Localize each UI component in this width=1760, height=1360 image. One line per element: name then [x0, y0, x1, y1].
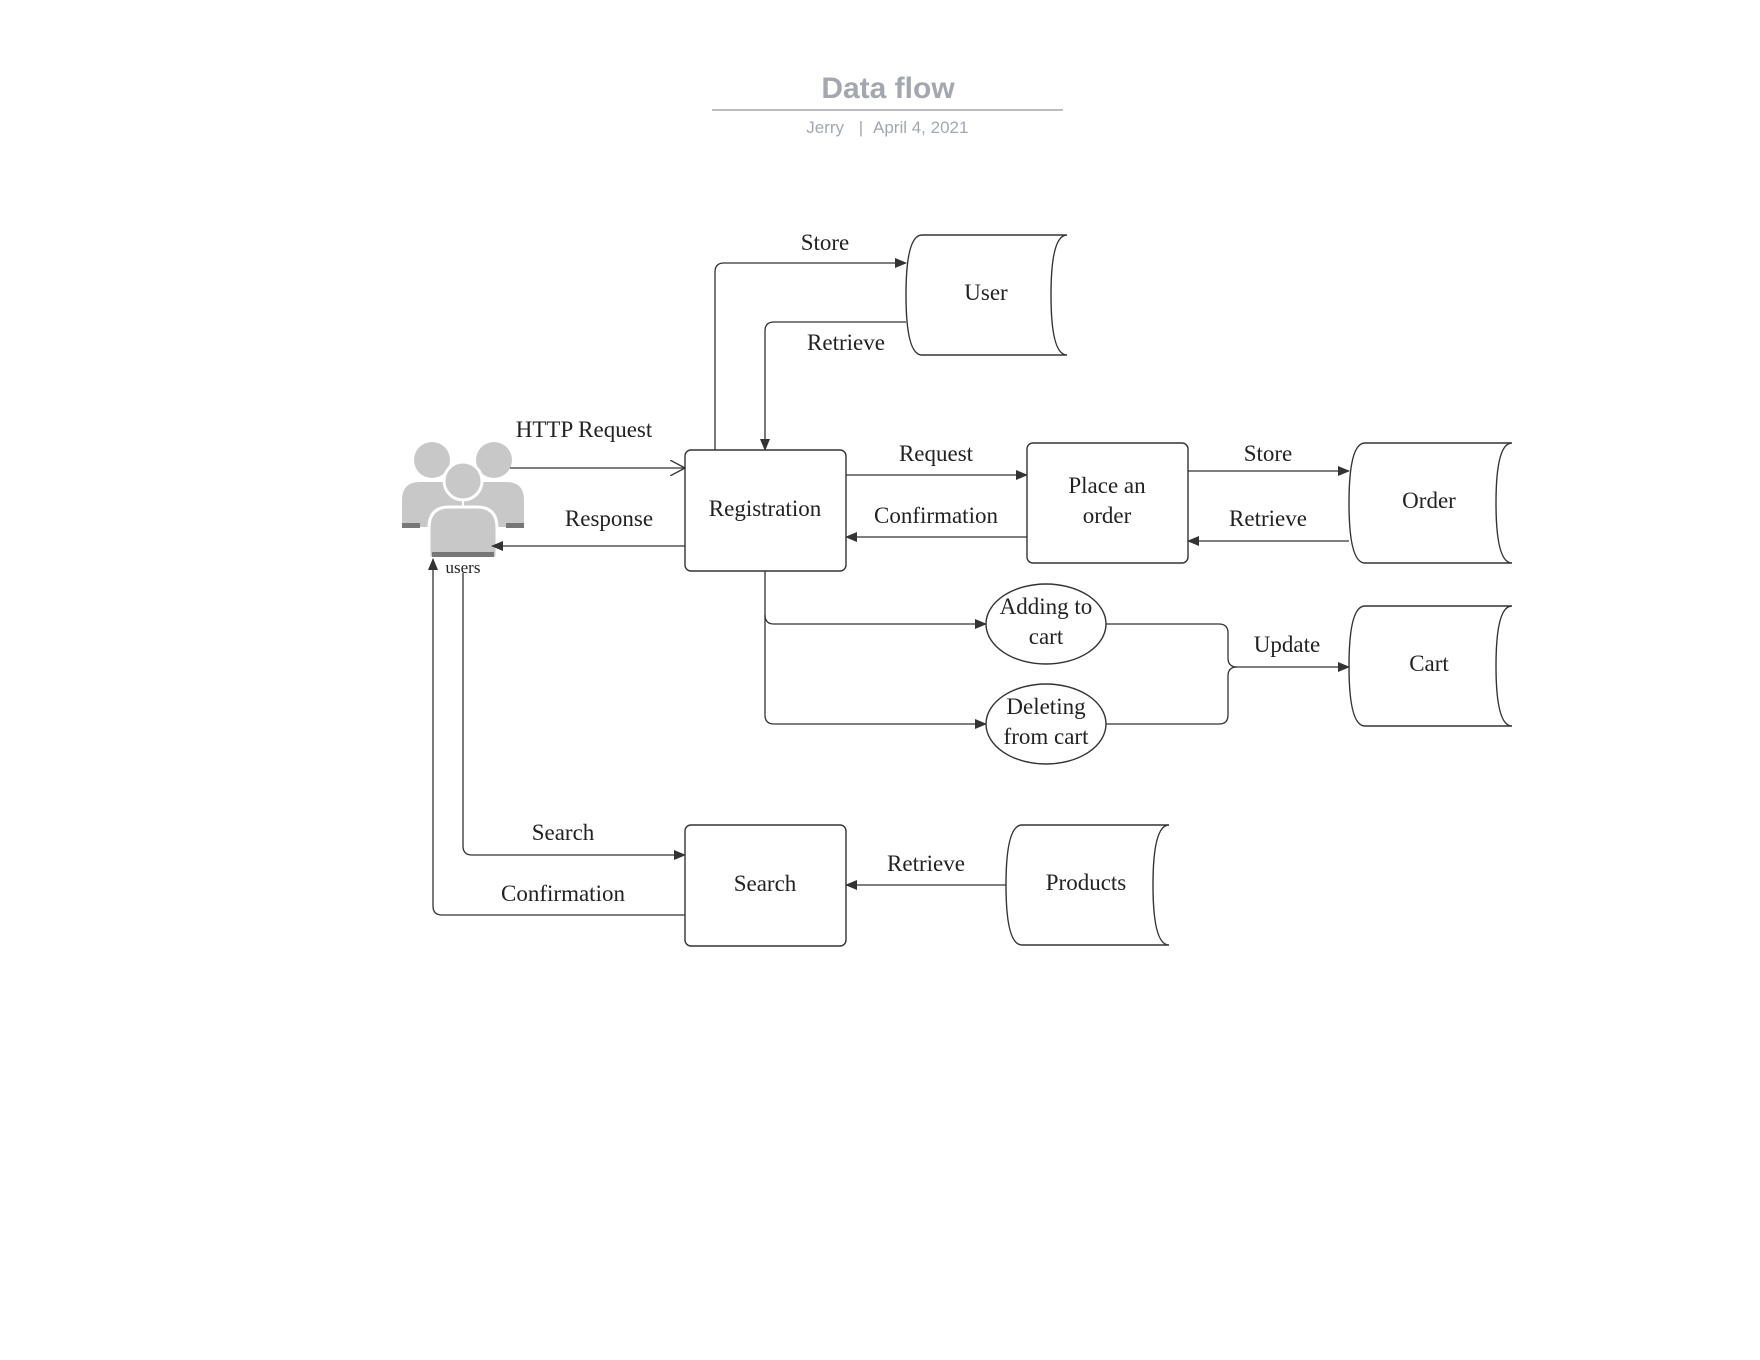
flow-update-cart[interactable]: Update	[1106, 623, 1350, 725]
process-place-order[interactable]: Place an order	[1026, 442, 1189, 564]
process-deleting-from-cart[interactable]: Deleting from cart	[985, 683, 1107, 765]
flow-store-user-label: Store	[801, 230, 850, 255]
users-actor[interactable]: users	[402, 442, 524, 577]
process-place-order-line2: order	[1083, 503, 1132, 528]
flow-store-order-label: Store	[1244, 441, 1293, 466]
page-title: Data flow	[821, 72, 955, 105]
flow-http-request[interactable]: HTTP Request	[510, 417, 685, 468]
meta-separator: |	[859, 118, 863, 137]
process-deleting-from-cart-line1: Deleting	[1006, 694, 1086, 719]
flow-store-order[interactable]: Store	[1188, 441, 1350, 476]
datastore-user-label: User	[964, 280, 1008, 305]
process-registration[interactable]: Registration	[684, 449, 847, 572]
process-adding-to-cart-line2: cart	[1029, 624, 1064, 649]
datastore-products[interactable]: Products	[1005, 824, 1170, 946]
datastore-order[interactable]: Order	[1348, 442, 1513, 564]
flow-retrieve-user-label: Retrieve	[807, 330, 885, 355]
flow-update-cart-label: Update	[1254, 632, 1320, 657]
users-icon	[402, 442, 524, 560]
datastore-order-label: Order	[1402, 488, 1456, 513]
author: Jerry	[806, 118, 844, 137]
flow-store-user[interactable]: Store	[714, 230, 907, 450]
process-deleting-from-cart-line2: from cart	[1004, 724, 1090, 749]
flow-retrieve-order-label: Retrieve	[1229, 506, 1307, 531]
date: April 4, 2021	[873, 118, 968, 137]
flow-confirmation-search-label: Confirmation	[501, 881, 625, 906]
process-search[interactable]: Search	[684, 824, 847, 947]
datastore-products-label: Products	[1046, 870, 1127, 895]
flow-to-adding-cart[interactable]	[764, 571, 987, 629]
flow-response[interactable]: Response	[491, 506, 685, 551]
flow-confirmation-search[interactable]: Confirmation	[428, 558, 685, 916]
flow-retrieve-products[interactable]: Retrieve	[845, 851, 1006, 890]
flow-to-deleting-cart[interactable]	[764, 615, 987, 729]
process-place-order-line1: Place an	[1068, 473, 1146, 498]
flow-retrieve-products-label: Retrieve	[887, 851, 965, 876]
flow-confirmation-order[interactable]: Confirmation	[845, 503, 1027, 542]
process-registration-label: Registration	[709, 496, 822, 521]
datastore-cart[interactable]: Cart	[1348, 605, 1513, 727]
flow-request-label: Request	[899, 441, 974, 466]
flow-confirmation-order-label: Confirmation	[874, 503, 998, 528]
flow-search-label: Search	[532, 820, 595, 845]
process-search-label: Search	[734, 871, 797, 896]
process-adding-to-cart-line1: Adding to	[1000, 594, 1093, 619]
datastore-user[interactable]: User	[905, 234, 1068, 356]
flow-retrieve-user[interactable]: Retrieve	[760, 321, 906, 451]
flow-retrieve-order[interactable]: Retrieve	[1187, 506, 1349, 546]
header-meta: Jerry | April 4, 2021	[806, 118, 968, 137]
flow-http-request-label: HTTP Request	[516, 417, 653, 442]
process-adding-to-cart[interactable]: Adding to cart	[985, 583, 1107, 665]
users-label: users	[446, 558, 481, 577]
flow-request[interactable]: Request	[846, 441, 1028, 480]
datastore-cart-label: Cart	[1409, 651, 1449, 676]
flow-search[interactable]: Search	[462, 573, 686, 860]
flow-response-label: Response	[565, 506, 653, 531]
